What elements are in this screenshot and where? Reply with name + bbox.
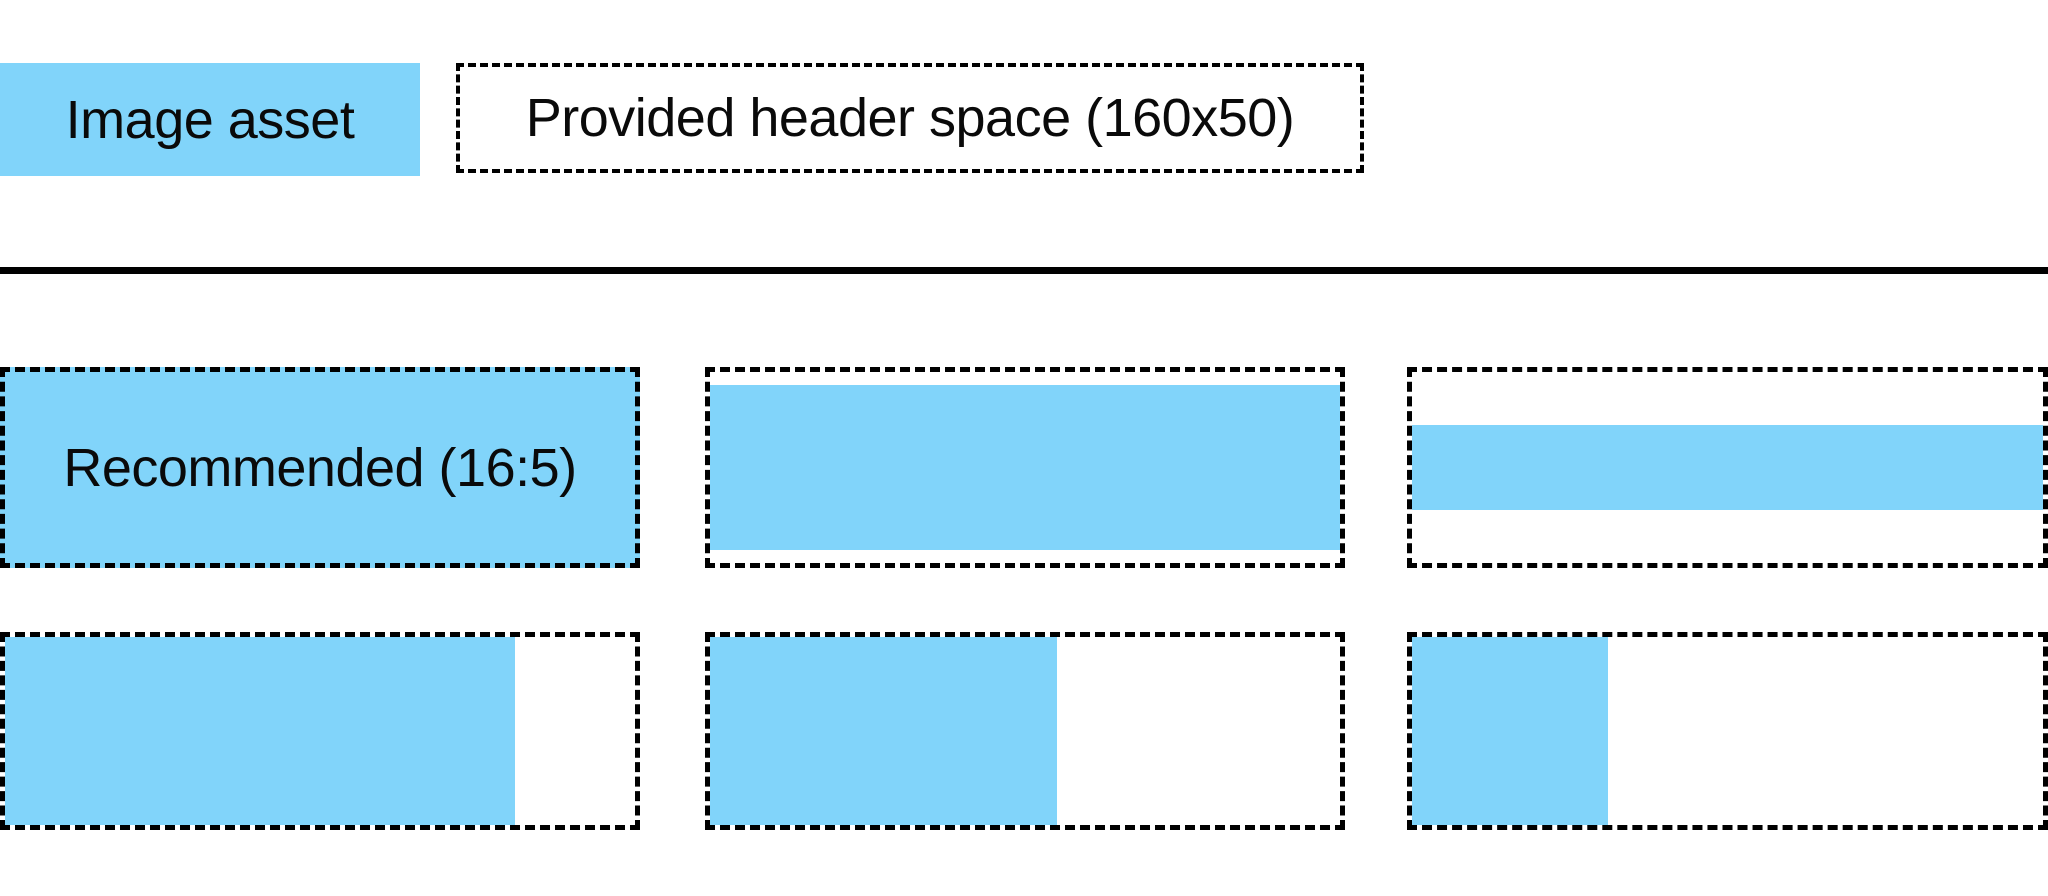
recommended-label: Recommended (16:5) [63,437,577,498]
legend-provided-header-space-label: Provided header space (160x50) [525,88,1295,148]
example-recommended-16-5: Recommended (16:5) [0,367,640,568]
image-asset-fill [710,385,1340,550]
example-tall-pillarboxed-small [1407,632,2048,830]
image-asset-fill [5,637,516,825]
image-asset-fill [710,637,1057,825]
legend-image-asset-swatch: Image asset [0,63,420,176]
example-tall-pillarboxed-large [0,632,640,830]
legend-provided-header-space: Provided header space (160x50) [456,63,1364,173]
example-wide-letterboxed-small [1407,367,2048,568]
example-wide-letterboxed-large [705,367,1345,568]
section-divider [0,267,2048,274]
legend-image-asset-label: Image asset [65,89,355,150]
example-tall-pillarboxed-medium [705,632,1345,830]
image-asset-fill [1412,425,2043,510]
image-asset-fill [1412,637,1608,825]
